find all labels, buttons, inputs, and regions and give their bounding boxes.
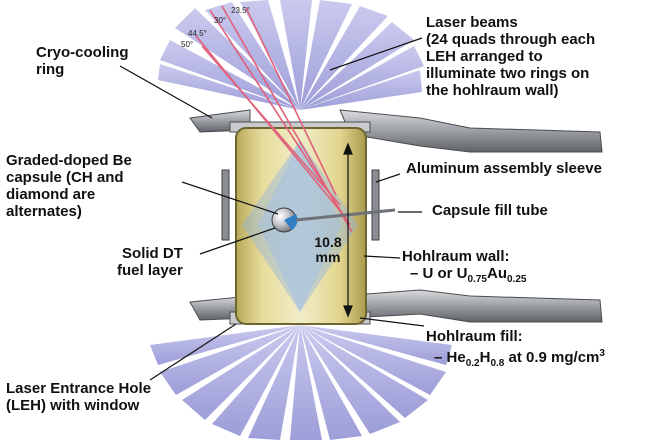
angle-label-30: 30° xyxy=(214,16,227,25)
laser-beams-label: Laser beams (24 quads through each LEH a… xyxy=(426,14,596,99)
fuel-layer-label: Solid DT fuel layer xyxy=(117,245,183,279)
cryo-cooling-ring-label: Cryo-cooling ring xyxy=(36,44,129,78)
aluminum-sleeve-label: Aluminum assembly sleeve xyxy=(406,160,602,177)
leader-lines xyxy=(119,37,425,381)
upper-beam-fan xyxy=(158,0,424,110)
lower-beam-fan xyxy=(150,325,452,440)
hohlraum-fill-label: Hohlraum fill: – He0.2H0.8 at 0.9 mg/cm3 xyxy=(426,328,605,369)
leh-label: Laser Entrance Hole (LEH) with window xyxy=(6,380,152,414)
sleeve-right xyxy=(371,169,380,241)
sleeve-left xyxy=(221,169,230,241)
angle-label-44-5: 44.5° xyxy=(188,29,207,38)
capsule-label: Graded-doped Be capsule (CH and diamond … xyxy=(6,152,132,220)
ray-lines xyxy=(195,5,353,233)
angle-label-50: 50° xyxy=(181,40,194,49)
fill-tube-label: Capsule fill tube xyxy=(432,202,548,219)
dimension-label: 10.8 mm xyxy=(314,234,342,265)
angle-label-23-5: 23.5° xyxy=(231,6,250,15)
dimension-arrow xyxy=(343,142,353,318)
upper-mount xyxy=(189,109,603,153)
fill-tube xyxy=(295,208,396,222)
hohlraum-wall-label: Hohlraum wall: – U or U0.75Au0.25 xyxy=(402,248,527,285)
